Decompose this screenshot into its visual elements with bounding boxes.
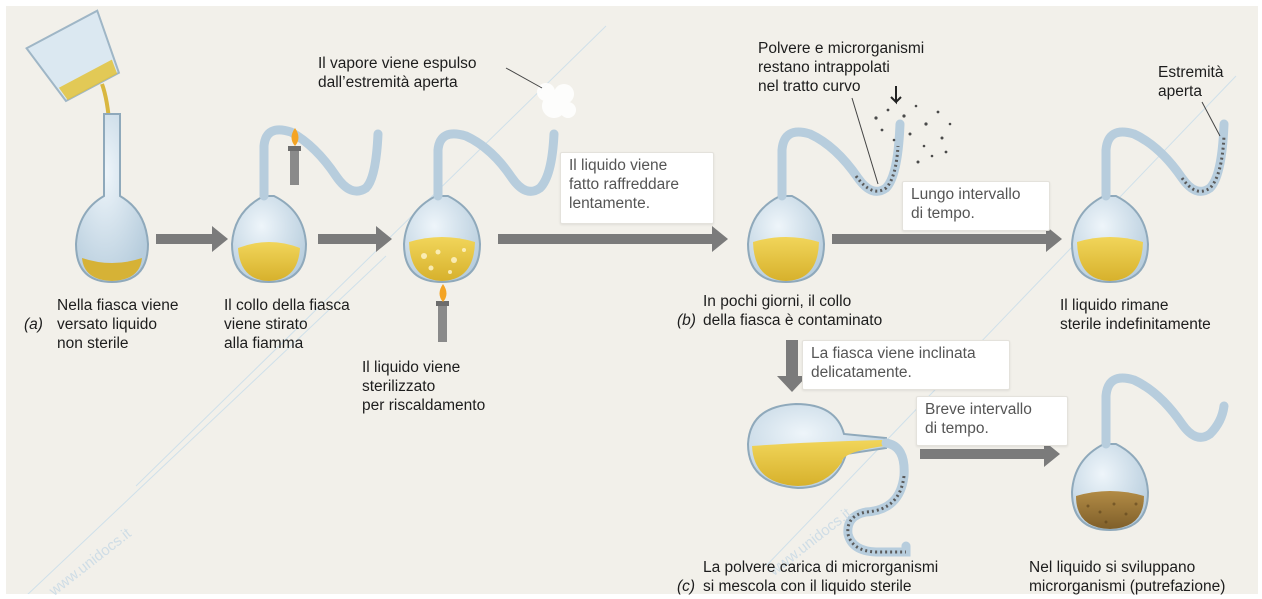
box-long-interval-text: Lungo intervallo di tempo.	[911, 186, 1021, 222]
flask-7-putrefaction	[1070, 373, 1229, 532]
caption-b-text: In pochi giorni, il collo della fiasca è…	[703, 293, 883, 329]
dust-particles-icon	[874, 104, 952, 164]
caption-c-text: La polvere carica di microrganismi si me…	[703, 559, 939, 595]
caption-a-tag: (a)	[24, 316, 43, 333]
box-cool-slowly-text: Il liquido viene fatto raffreddare lenta…	[569, 157, 680, 212]
flask-3-heated	[402, 67, 576, 342]
process-arrows	[156, 226, 1062, 467]
caption-stays-sterile: Il liquido rimane sterile indefinitament…	[1060, 297, 1211, 333]
pouring-beaker-icon	[25, 9, 121, 103]
caption-c: (c)	[677, 558, 707, 596]
caption-microbes-grow: Nel liquido si sviluppano microrganismi …	[1029, 559, 1226, 595]
caption-a: (a)	[24, 296, 55, 334]
box-tilted: La fiasca viene inclinata delicatamente.	[802, 340, 1010, 390]
caption-steam: Il vapore viene espulso dall’estremità a…	[318, 55, 477, 91]
flask-4-contaminated	[746, 86, 952, 284]
box-long-interval: Lungo intervallo di tempo.	[902, 181, 1050, 231]
box-tilted-text: La fiasca viene inclinata delicatamente.	[811, 345, 976, 381]
caption-a-text: Nella fiasca viene versato liquido non s…	[57, 297, 179, 352]
diagram-panel: www.unidocs.it www.unidocs.it (a) Nella …	[6, 6, 1258, 599]
diagram-artwork	[25, 9, 1237, 594]
watermark-lines	[27, 25, 1237, 594]
caption-dust-trapped: Polvere e microrganismi restano intrappo…	[758, 40, 925, 95]
caption-sterilized: Il liquido viene sterilizzato per riscal…	[362, 359, 486, 414]
caption-b-tag: (b)	[677, 312, 696, 329]
caption-open-end: Estremità aperta	[1158, 64, 1224, 100]
flask-5-sterile	[1070, 101, 1229, 284]
caption-neck-stretched: Il collo della fiasca viene stirato alla…	[224, 297, 350, 352]
box-short-interval: Breve intervallo di tempo.	[916, 396, 1068, 446]
caption-b: (b)	[677, 292, 708, 330]
flask-6-tilted	[746, 402, 911, 557]
bunsen-burner-icon	[436, 284, 449, 342]
bunsen-burner-icon	[288, 128, 301, 185]
box-short-interval-text: Breve intervallo di tempo.	[925, 401, 1032, 437]
caption-c-tag: (c)	[677, 578, 696, 595]
box-cool-slowly: Il liquido viene fatto raffreddare lenta…	[560, 152, 714, 224]
flask-2-stretching	[230, 125, 383, 284]
steam-icon	[537, 83, 576, 118]
flask-1-pouring	[25, 9, 150, 284]
